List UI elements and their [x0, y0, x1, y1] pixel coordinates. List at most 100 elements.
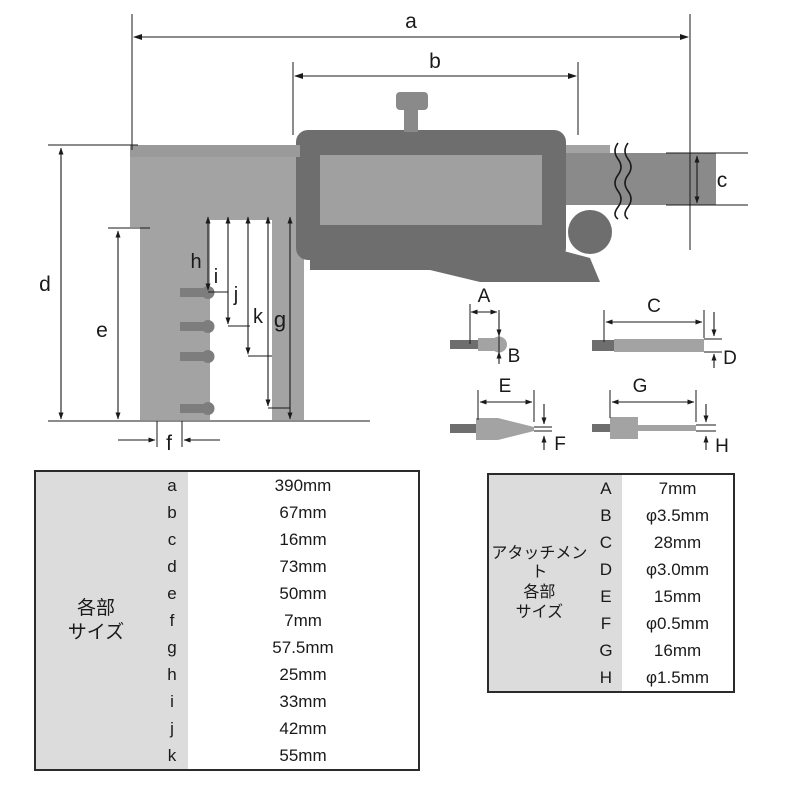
row-key-f: f — [156, 607, 188, 634]
dimension-h — [205, 216, 228, 293]
table-row: アタッチメント 各部 サイズ A 7mm — [488, 474, 734, 692]
row-value-b: 67mm — [188, 499, 419, 526]
attachment-label-E: E — [499, 376, 512, 397]
dimension-label-k: k — [253, 306, 264, 328]
attachment-gh: G H — [592, 376, 729, 457]
break-symbol — [614, 142, 632, 220]
dimension-a — [131, 14, 691, 250]
dimension-f — [118, 421, 220, 447]
lcd-screen — [320, 155, 542, 225]
dimension-label-e: e — [96, 319, 108, 342]
row-key-k: k — [156, 742, 188, 770]
dimension-label-j: j — [233, 284, 238, 306]
dimension-label-d: d — [39, 273, 51, 296]
attachment-label-C: C — [647, 296, 661, 317]
row-key-j: j — [156, 715, 188, 742]
table-row: k 55mm — [35, 742, 419, 770]
row-key-e: e — [156, 580, 188, 607]
dimension-label-g: g — [274, 307, 286, 332]
row-value-i: 33mm — [188, 688, 419, 715]
table-row: F φ0.5mm — [488, 610, 734, 637]
row-key-b: b — [156, 499, 188, 526]
attachment-table-header-cell: アタッチメント 各部 サイズ — [488, 474, 590, 692]
row-key-G: G — [589, 637, 623, 664]
attachment-ef: E F — [450, 376, 566, 455]
thumb-wheel — [568, 210, 612, 254]
row-value-F: φ0.5mm — [622, 610, 734, 637]
table-row: d 73mm — [35, 553, 419, 580]
attachment-label-D: D — [723, 348, 737, 369]
attachment-label-F: F — [554, 434, 566, 455]
table-row: c 16mm — [35, 526, 419, 553]
dimension-c — [666, 152, 748, 206]
row-value-f: 7mm — [188, 607, 419, 634]
dimension-label-i: i — [214, 266, 218, 288]
dimension-b — [292, 62, 579, 135]
row-value-a: 390mm — [188, 471, 419, 499]
row-value-k: 55mm — [188, 742, 419, 770]
beam-right — [566, 153, 716, 205]
row-key-a: a — [156, 471, 188, 499]
top-stem — [404, 104, 418, 132]
row-key-d: d — [156, 553, 188, 580]
table-row: h 25mm — [35, 661, 419, 688]
main-table-body: 各部 サイズ a 390mm b 67mm c 16mm d 73mm e 50… — [35, 471, 419, 770]
row-key-h: h — [156, 661, 188, 688]
row-value-j: 42mm — [188, 715, 419, 742]
dimension-label-c: c — [717, 169, 728, 192]
table-row: b 67mm — [35, 499, 419, 526]
row-value-e: 50mm — [188, 580, 419, 607]
attachment-label-B: B — [508, 346, 521, 367]
table-row: e 50mm — [35, 580, 419, 607]
attachment-table-header-line2: 各部 — [523, 584, 556, 601]
fixed-jaw-column — [140, 205, 180, 420]
table-row: E 15mm — [488, 583, 734, 610]
row-key-H: H — [589, 664, 623, 692]
attachment-label-H: H — [715, 436, 729, 457]
dimension-k — [265, 216, 290, 409]
row-key-A: A — [589, 474, 623, 502]
row-value-E: 15mm — [622, 583, 734, 610]
row-value-B: φ3.5mm — [622, 502, 734, 529]
row-value-A: 7mm — [622, 474, 734, 502]
main-table-header-cell: 各部 サイズ — [35, 471, 156, 770]
row-value-D: φ3.0mm — [622, 556, 734, 583]
row-key-F: F — [589, 610, 623, 637]
table-row: H φ1.5mm — [488, 664, 734, 692]
attachment-cd: C D — [592, 296, 737, 369]
dimension-label-b: b — [429, 50, 441, 73]
row-key-i: i — [156, 688, 188, 715]
table-row: g 57.5mm — [35, 634, 419, 661]
row-value-d: 73mm — [188, 553, 419, 580]
sliding-jaw-column — [180, 215, 210, 420]
row-value-H: φ1.5mm — [622, 664, 734, 692]
table-row: C 28mm — [488, 529, 734, 556]
dimension-label-a: a — [405, 10, 417, 33]
attachment-label-G: G — [633, 376, 648, 397]
measuring-pins — [180, 286, 215, 415]
attachment-ab: A B — [450, 286, 520, 367]
row-value-C: 28mm — [622, 529, 734, 556]
attachment-table-body: アタッチメント 各部 サイズ A 7mm B φ3.5mm C 28mm D φ… — [488, 474, 734, 692]
dimension-e — [108, 227, 150, 420]
table-row: j 42mm — [35, 715, 419, 742]
table-row: B φ3.5mm — [488, 502, 734, 529]
main-table-header-line2: サイズ — [67, 621, 125, 643]
attachment-label-A: A — [478, 286, 491, 307]
dimension-label-f: f — [166, 432, 172, 455]
attachment-table-header-line3: サイズ — [515, 603, 564, 621]
table-row: G 16mm — [488, 637, 734, 664]
table-row: 各部 サイズ a 390mm — [35, 471, 419, 770]
dimension-i — [225, 216, 250, 327]
dimension-label-h: h — [190, 251, 201, 273]
row-value-c: 16mm — [188, 526, 419, 553]
row-key-c: c — [156, 526, 188, 553]
main-table-header-line1: 各部 — [76, 598, 115, 620]
row-key-B: B — [589, 502, 623, 529]
dimension-d — [48, 144, 370, 422]
slider-body-upper — [310, 230, 560, 270]
jaw-step — [130, 205, 144, 227]
table-row: f 7mm — [35, 607, 419, 634]
